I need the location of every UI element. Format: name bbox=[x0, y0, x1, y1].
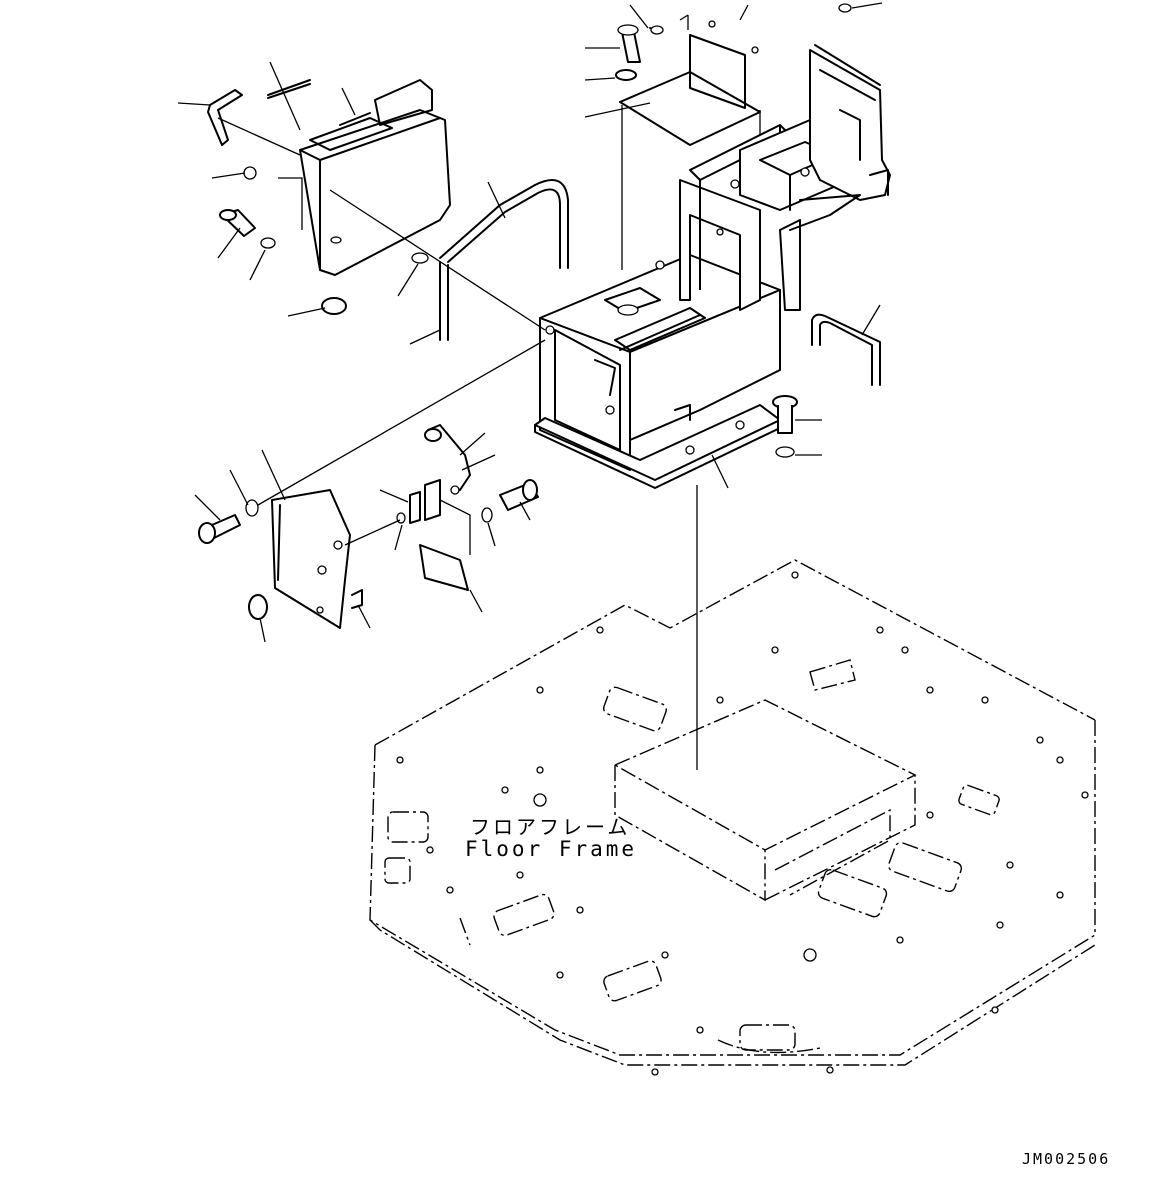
floor-frame-label-english: Floor Frame bbox=[465, 837, 638, 861]
floor-holes bbox=[396, 571, 1089, 1076]
main-box-frame bbox=[534, 44, 891, 489]
floor-frame-label-japanese: フロアフレーム bbox=[470, 815, 631, 839]
harness-parts bbox=[344, 424, 539, 591]
top-plate-assembly bbox=[615, 3, 852, 270]
left-cover-assembly bbox=[207, 79, 546, 331]
drawing-code: JM002506 bbox=[1022, 1150, 1111, 1168]
lower-left-panel bbox=[198, 339, 546, 629]
callout-leaders bbox=[177, 2, 883, 643]
right-bolt bbox=[772, 395, 798, 458]
right-handle bbox=[811, 313, 881, 386]
floor-frame bbox=[369, 559, 1096, 1076]
handrail-pipe bbox=[439, 179, 569, 341]
